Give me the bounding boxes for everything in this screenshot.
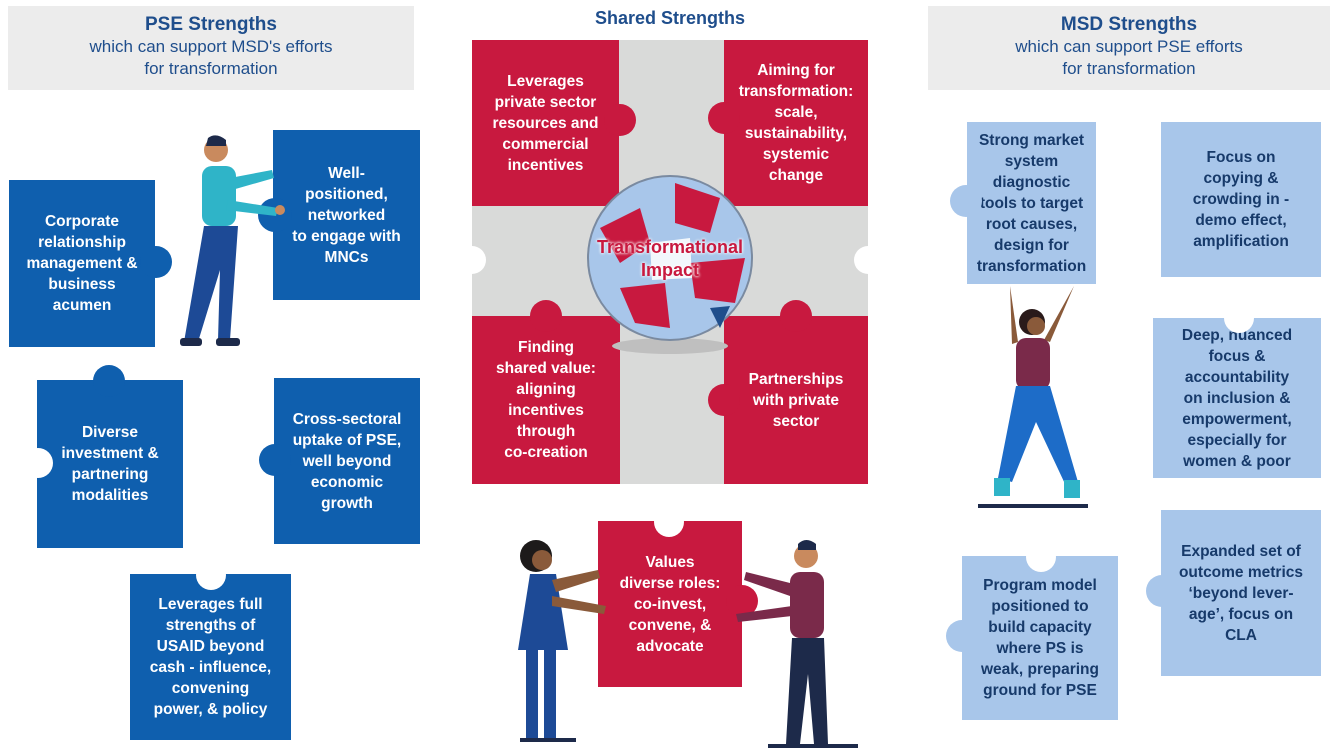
shared-title: Shared Strengths: [594, 8, 746, 28]
shared-piece-partnerships-text: Partnerships with private sector: [748, 370, 844, 430]
shared-piece-partnerships: Partnerships with private sector: [724, 316, 868, 484]
puzzle-knob: [140, 246, 172, 278]
pse-piece-networked: Well- positioned, networked to engage wi…: [273, 130, 420, 300]
pse-piece-usaid-text: Leverages full strengths of USAID beyond…: [149, 596, 272, 718]
pse-piece-corporate-text: Corporate relationship management & busi…: [26, 213, 138, 314]
puzzle-knob: [604, 104, 636, 136]
shared-piece-aiming: Aiming for transformation: scale, sustai…: [724, 40, 868, 206]
puzzle-knob: [946, 620, 978, 652]
puzzle-socket: [196, 560, 226, 590]
puzzle-knob: [950, 185, 982, 217]
pse-piece-cross-sectoral: Cross-sectoral uptake of PSE, well beyon…: [274, 378, 420, 544]
msd-piece-diagnostic: Strong market system diagnostic tools to…: [967, 122, 1096, 284]
puzzle-knob: [530, 300, 562, 332]
pse-header: PSE Strengths which can support MSD's ef…: [8, 6, 414, 90]
pse-title: PSE Strengths: [145, 14, 277, 35]
msd-subtitle: which can support PSE efforts for transf…: [1015, 37, 1243, 78]
puzzle-knob: [780, 300, 812, 332]
msd-piece-copying-text: Focus on copying & crowding in - demo ef…: [1192, 149, 1290, 250]
puzzle-knob: [708, 102, 740, 134]
puzzle-knob: [1146, 575, 1178, 607]
puzzle-socket: [1026, 542, 1056, 572]
shared-piece-values: Values diverse roles: co-invest, convene…: [598, 521, 742, 687]
shared-piece-aiming-text: Aiming for transformation: scale, sustai…: [738, 62, 854, 184]
puzzle-socket: [23, 448, 53, 478]
msd-piece-program-model: Program model positioned to build capaci…: [962, 556, 1118, 720]
pse-piece-diverse-text: Diverse investment & partnering modaliti…: [61, 424, 159, 504]
shared-piece-leverages-text: Leverages private sector resources and c…: [492, 72, 599, 174]
pse-piece-networked-text: Well- positioned, networked to engage wi…: [292, 164, 401, 266]
shared-piece-finding-text: Finding shared value: aligning incentive…: [496, 339, 596, 461]
msd-piece-metrics-text: Expanded set of outcome metrics ‘beyond …: [1178, 542, 1304, 644]
msd-piece-inclusion: Deep, nuanced focus & accountability on …: [1153, 318, 1321, 478]
pse-piece-diverse: Diverse investment & partnering modaliti…: [37, 380, 183, 548]
puzzle-socket: [654, 507, 684, 537]
center-label: Transformational Impact: [596, 237, 744, 280]
msd-piece-inclusion-text: Deep, nuanced focus & accountability on …: [1181, 326, 1293, 470]
puzzle-socket: [458, 246, 486, 274]
puzzle-socket: [1224, 303, 1254, 333]
shared-piece-finding: Finding shared value: aligning incentive…: [472, 316, 620, 484]
puzzle-knob: [93, 365, 125, 397]
puzzle-knob: [708, 384, 740, 416]
msd-title: MSD Strengths: [1060, 14, 1198, 35]
pse-subtitle: which can support MSD's efforts for tran…: [89, 37, 333, 78]
pse-piece-corporate: Corporate relationship management & busi…: [9, 180, 155, 347]
pse-piece-cross-sectoral-text: Cross-sectoral uptake of PSE, well beyon…: [292, 410, 402, 512]
globe-icon: [587, 175, 753, 354]
shared-piece-leverages: Leverages private sector resources and c…: [472, 40, 619, 206]
msd-header: MSD Strengths which can support PSE effo…: [928, 6, 1330, 90]
shared-piece-values-text: Values diverse roles: co-invest, convene…: [619, 553, 721, 655]
man-pushing-piece-illustration: [180, 135, 285, 346]
man-holding-piece-illustration: [736, 540, 858, 748]
msd-piece-program-model-text: Program model positioned to build capaci…: [980, 577, 1099, 699]
msd-piece-metrics: Expanded set of outcome metrics ‘beyond …: [1161, 510, 1321, 676]
puzzle-knob: [259, 444, 291, 476]
woman-lifting-piece-illustration: [978, 286, 1088, 508]
msd-piece-diagnostic-text: Strong market system diagnostic tools to…: [976, 131, 1087, 275]
puzzle-socket: [854, 246, 882, 274]
woman-holding-piece-illustration: [518, 540, 606, 742]
pse-piece-usaid: Leverages full strengths of USAID beyond…: [130, 574, 291, 740]
msd-piece-copying: Focus on copying & crowding in - demo ef…: [1161, 122, 1321, 277]
